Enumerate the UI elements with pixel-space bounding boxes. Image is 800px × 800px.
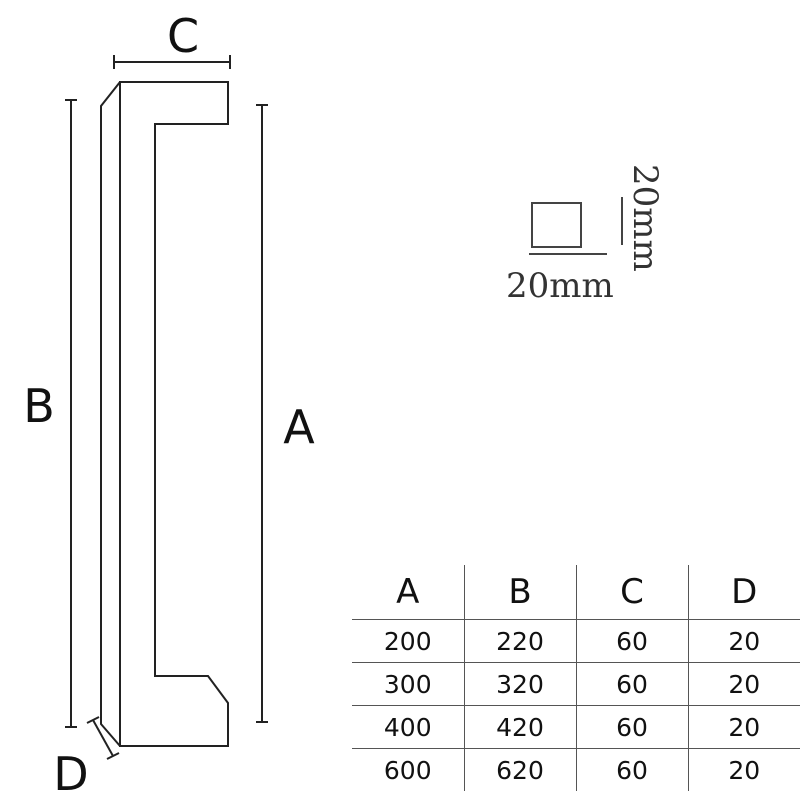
profile-width-label: 20mm	[506, 266, 614, 306]
size-table: A B C D 200 220 60 20 300 320 60 20 400 …	[352, 565, 800, 791]
profile-square	[531, 202, 582, 248]
dimension-d-label: D	[53, 747, 88, 800]
table-row: 300 320 60 20	[352, 662, 800, 706]
table-row: 200 220 60 20	[352, 619, 800, 663]
table-cell: 400	[352, 705, 464, 749]
table-cell: 20	[687, 619, 800, 663]
table-row: 600 620 60 20	[352, 748, 800, 791]
table-header-row: A B C D	[352, 565, 800, 620]
handle-front-face	[119, 81, 229, 747]
profile-cross-section	[529, 197, 623, 255]
profile-height-label: 20mm	[625, 164, 665, 272]
dimension-a-label: A	[283, 400, 315, 454]
table-header-b: B	[463, 565, 576, 620]
dimension-b-label: B	[23, 379, 55, 433]
dimension-d	[86, 716, 120, 760]
table-cell: 60	[575, 619, 688, 663]
table-cell: 420	[463, 705, 576, 749]
dimension-a	[256, 104, 268, 723]
table-cell: 60	[575, 748, 688, 791]
handle-outline	[100, 81, 229, 747]
table-cell: 60	[575, 705, 688, 749]
table-cell: 620	[463, 748, 576, 791]
dimension-c-label: C	[167, 9, 199, 63]
dimension-b	[65, 99, 77, 728]
table-header-a: A	[352, 565, 464, 620]
dimension-c	[113, 55, 231, 69]
table-cell: 60	[575, 662, 688, 706]
table-cell: 20	[687, 748, 800, 791]
table-cell: 20	[687, 662, 800, 706]
table-header-d: D	[687, 565, 800, 620]
table-cell: 320	[463, 662, 576, 706]
handle-side-face	[100, 81, 121, 747]
table-cell: 600	[383, 755, 432, 785]
table-cell: 300	[352, 662, 464, 706]
table-header-c: C	[575, 565, 688, 620]
table-row: 400 420 60 20	[352, 705, 800, 749]
table-cell: 20	[687, 705, 800, 749]
table-cell: 200	[352, 619, 464, 663]
table-cell: 220	[463, 619, 576, 663]
